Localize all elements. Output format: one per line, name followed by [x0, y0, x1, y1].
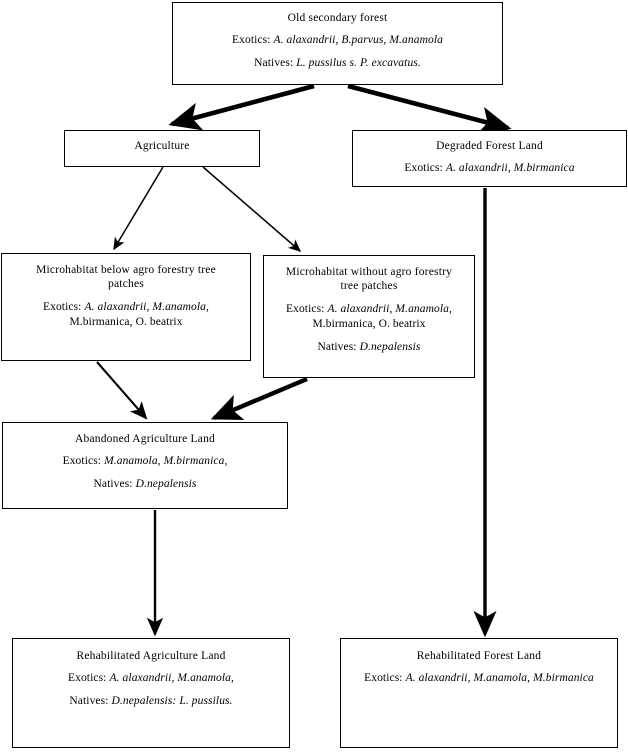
- edge-microwithout-to-abandoned: [210, 376, 308, 421]
- node-title: Agriculture: [134, 140, 190, 152]
- exotics-label: Exotics:: [232, 34, 271, 47]
- spacer: [264, 332, 474, 340]
- exotics-label: Exotics:: [67, 672, 107, 685]
- node-rehabilitated-agriculture-land[interactable]: Rehabilitated Agriculture Land Exotics: …: [12, 638, 290, 748]
- node-degraded-forest-land[interactable]: Degraded Forest Land Exotics: A. alaxand…: [352, 130, 627, 187]
- exotics-label: Exotics:: [364, 672, 403, 685]
- edge-agriculture-to-microwithout: [202, 166, 302, 252]
- node-microhabitat-without-agroforestry[interactable]: Microhabitat without agro forestry tree …: [263, 255, 475, 378]
- node-title: Rehabilitated Agriculture Land: [76, 650, 226, 662]
- exotics-value-line-2: M.birmanica, O. beatrix: [312, 317, 426, 330]
- natives-value: D.nepalensis: [135, 478, 197, 491]
- node-rehabilitated-forest-land[interactable]: Rehabilitated Forest Land Exotics: A. al…: [340, 638, 618, 748]
- node-exotics-row: Exotics: A. alaxandrii, M.birmanica: [353, 161, 626, 176]
- node-natives-row: Natives: D.nepalensis: [3, 477, 287, 492]
- edge-microbelow-to-abandoned: [96, 361, 148, 420]
- exotics-value-line-1: A. alaxandrii, M.anamola,: [84, 300, 209, 313]
- natives-label: Natives:: [93, 478, 133, 491]
- spacer: [3, 446, 287, 454]
- node-title: Abandoned Agriculture Land: [75, 433, 215, 445]
- spacer: [3, 469, 287, 477]
- node-microhabitat-below-agroforestry[interactable]: Microhabitat below agro forestry tree pa…: [1, 253, 251, 361]
- node-title: Microhabitat below agro forestry tree pa…: [36, 264, 216, 291]
- node-exotics-row: Exotics: M.anamola, M.birmanica,: [3, 454, 287, 469]
- node-exotics-row: Exotics: A. alaxandrii, M.anamola,: [2, 300, 250, 315]
- exotics-value: A. alaxandrii, M.birmanica: [445, 162, 575, 175]
- exotics-label: Exotics:: [285, 302, 325, 315]
- edge-oldforest-to-degradedforest: [347, 83, 512, 135]
- exotics-value-line-2: M.birmanica, O. beatrix: [69, 315, 183, 328]
- exotics-label: Exotics:: [42, 300, 82, 313]
- natives-label: Natives:: [317, 340, 357, 353]
- exotics-label: Exotics:: [62, 455, 102, 468]
- exotics-value: A. alaxandrii, M.anamola,: [109, 672, 234, 685]
- exotics-label: Exotics:: [404, 162, 443, 175]
- exotics-value: A. alaxandrii, M.anamola, M.birmanica: [405, 672, 594, 685]
- node-abandoned-agriculture-land[interactable]: Abandoned Agriculture Land Exotics: M.an…: [2, 422, 288, 509]
- exotics-value-line-1: A. alaxandrii, M.anamola,: [327, 302, 452, 315]
- natives-label: Natives:: [254, 57, 294, 70]
- node-old-secondary-forest[interactable]: Old secondary forest Exotics: A. alaxand…: [172, 2, 503, 85]
- node-exotics-row: Exotics: A. alaxandrii, M.anamola, M.bir…: [341, 671, 617, 686]
- node-title: Old secondary forest: [287, 12, 388, 24]
- natives-label: Natives:: [69, 695, 109, 708]
- node-exotics-row: Exotics: A. alaxandrii, B.parvus, M.anam…: [173, 33, 502, 48]
- spacer: [13, 663, 289, 671]
- spacer: [2, 292, 250, 300]
- edge-oldforest-to-agriculture: [168, 83, 315, 131]
- node-exotics-row: Exotics: A. alaxandrii, M.anamola,: [13, 671, 289, 686]
- spacer: [341, 663, 617, 671]
- natives-value: L. pussilus s. P. excavatus.: [296, 57, 421, 70]
- spacer: [13, 686, 289, 694]
- natives-value: D.nepalensis: L. pussilus.: [111, 695, 233, 708]
- spacer: [173, 25, 502, 33]
- node-natives-row: Natives: L. pussilus s. P. excavatus.: [173, 56, 502, 71]
- spacer: [264, 294, 474, 302]
- exotics-value: M.anamola, M.birmanica,: [104, 455, 228, 468]
- spacer: [173, 48, 502, 56]
- node-natives-row: Natives: D.nepalensis: [264, 340, 474, 355]
- node-natives-row: Natives: D.nepalensis: L. pussilus.: [13, 694, 289, 709]
- node-title: Microhabitat without agro forestry tree …: [285, 266, 453, 293]
- node-title: Rehabilitated Forest Land: [416, 650, 542, 662]
- exotics-value: A. alaxandrii, B.parvus, M.anamola: [273, 34, 443, 47]
- natives-value: D.nepalensis: [359, 340, 421, 353]
- node-title: Degraded Forest Land: [436, 140, 543, 152]
- node-exotics-row: Exotics: A. alaxandrii, M.anamola,: [264, 302, 474, 317]
- node-agriculture[interactable]: Agriculture: [64, 130, 260, 167]
- edge-agriculture-to-microbelow: [113, 166, 164, 251]
- spacer: [353, 153, 626, 161]
